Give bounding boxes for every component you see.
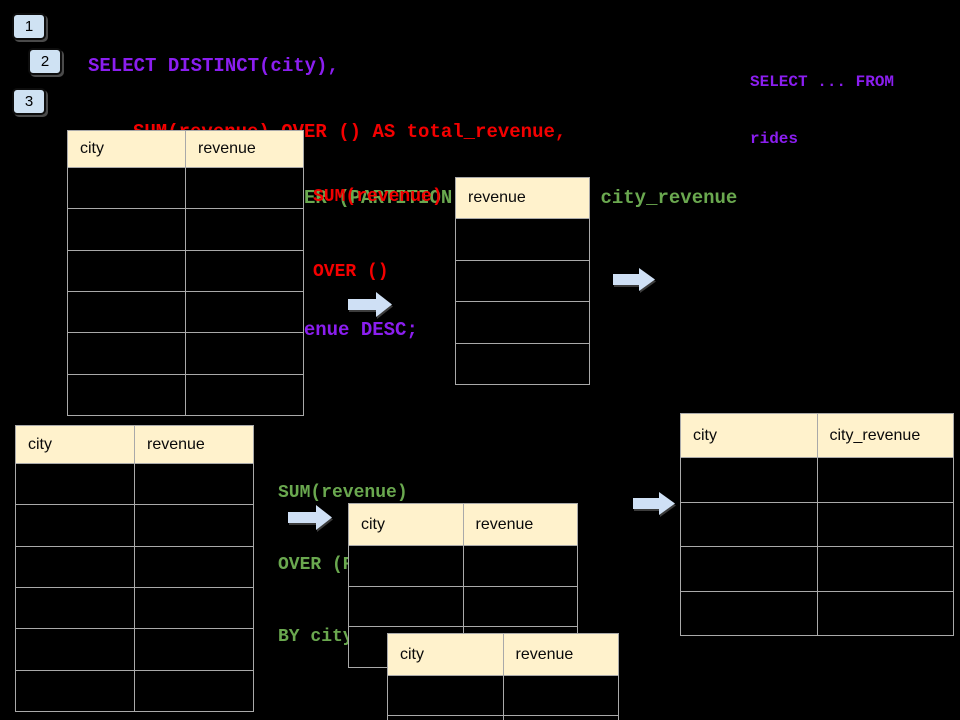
empty-cell	[502, 715, 619, 720]
table-row	[456, 342, 589, 385]
table-row	[456, 218, 589, 260]
step-3-badge: 3	[12, 88, 46, 115]
arrow-right-icon	[612, 267, 656, 292]
table-row	[388, 714, 619, 720]
table-row	[456, 259, 589, 302]
empty-cell	[16, 547, 134, 587]
table-row	[349, 585, 578, 627]
step-2-badge: 2	[28, 48, 62, 75]
empty-cell	[134, 546, 253, 587]
empty-cell	[681, 458, 817, 502]
empty-cell	[134, 670, 253, 711]
empty-cell	[134, 587, 253, 629]
table-partition-group-2: city revenue	[387, 633, 619, 720]
side-note-select-from-rides: SELECT ... FROM rides	[750, 35, 894, 187]
empty-cell	[16, 588, 134, 628]
side-note-line-2: rides	[750, 130, 799, 148]
table-row	[68, 167, 303, 209]
annotation-total-line-2: OVER ()	[313, 262, 389, 282]
step-1-badge: 1	[12, 13, 46, 40]
annotation-partition-line-1: SUM(revenue)	[278, 483, 408, 503]
table-row	[16, 504, 253, 546]
empty-cell	[68, 333, 185, 373]
table-row	[681, 457, 953, 502]
empty-cell	[456, 302, 589, 343]
empty-cell	[134, 629, 253, 670]
column-header-revenue: revenue	[502, 634, 619, 675]
sql-line-select: SELECT DISTINCT(city),	[88, 55, 339, 77]
empty-cell	[16, 505, 134, 545]
table-row	[16, 669, 253, 711]
empty-cell	[68, 168, 185, 208]
column-header-city: city	[361, 515, 385, 533]
table-row	[68, 249, 303, 291]
empty-cell	[349, 587, 463, 627]
column-header-city: city	[400, 645, 424, 663]
table-row	[388, 675, 618, 715]
empty-cell	[681, 503, 817, 547]
column-header-revenue: revenue	[185, 131, 303, 167]
table-row	[68, 208, 303, 250]
empty-cell	[681, 592, 817, 636]
arrow-right-icon	[287, 504, 334, 531]
table-row	[349, 545, 577, 586]
empty-cell	[16, 671, 134, 711]
column-header-revenue: revenue	[468, 189, 526, 206]
empty-cell	[185, 250, 303, 291]
empty-cell	[462, 586, 578, 627]
table-row	[16, 545, 253, 587]
table-row	[681, 590, 954, 636]
empty-cell	[349, 546, 463, 586]
empty-cell	[456, 219, 589, 260]
empty-cell	[185, 291, 303, 333]
column-header-city: city	[28, 435, 52, 453]
empty-cell	[388, 716, 503, 720]
empty-cell	[456, 261, 589, 302]
table-rides-source-bottom: city revenue	[15, 425, 254, 712]
annotation-total-revenue: SUM(revenue) OVER ()	[313, 135, 443, 335]
empty-cell	[816, 458, 954, 502]
annotation-total-line-1: SUM(revenue)	[313, 187, 443, 207]
arrow-right-icon	[632, 491, 676, 516]
table-city-revenue-result: city city_revenue	[680, 413, 954, 636]
column-header-city-revenue: city_revenue	[816, 414, 954, 457]
empty-cell	[16, 629, 134, 669]
column-header-city: city	[80, 140, 104, 157]
table-row	[681, 546, 953, 591]
empty-cell	[68, 209, 185, 249]
empty-cell	[134, 505, 253, 546]
arrow-right-icon	[347, 291, 394, 318]
table-rides-source-top: city revenue	[67, 130, 304, 416]
table-row	[16, 628, 253, 670]
empty-cell	[68, 251, 185, 291]
empty-cell	[185, 168, 303, 209]
empty-cell	[681, 547, 817, 591]
empty-cell	[388, 676, 503, 715]
empty-cell	[16, 464, 134, 504]
side-note-line-1: SELECT ... FROM	[750, 73, 895, 91]
empty-cell	[816, 502, 954, 546]
table-row	[68, 290, 303, 333]
table-row	[681, 501, 954, 547]
empty-cell	[185, 209, 303, 250]
empty-cell	[134, 464, 253, 505]
empty-cell	[185, 374, 303, 415]
column-header-revenue: revenue	[462, 504, 578, 545]
empty-cell	[68, 292, 185, 332]
table-row	[16, 463, 253, 505]
table-row	[68, 373, 303, 415]
empty-cell	[502, 676, 619, 715]
empty-cell	[816, 591, 954, 635]
column-header-revenue: revenue	[134, 426, 253, 463]
table-row	[16, 586, 253, 629]
table-row	[456, 301, 589, 343]
empty-cell	[185, 333, 303, 374]
empty-cell	[816, 547, 954, 591]
empty-cell	[68, 375, 185, 415]
column-header-city: city	[693, 426, 717, 444]
table-row	[68, 332, 303, 374]
empty-cell	[462, 546, 578, 586]
table-revenue-only: revenue	[455, 177, 590, 385]
empty-cell	[456, 344, 589, 385]
